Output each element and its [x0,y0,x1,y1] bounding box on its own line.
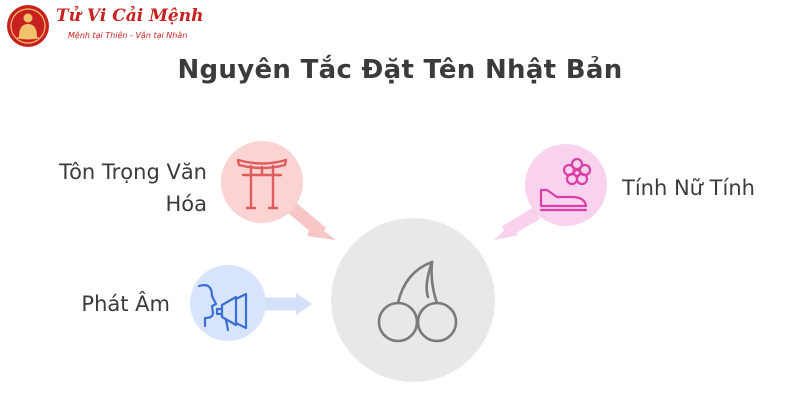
label-femininity: Tính Nữ Tính [622,172,755,204]
logo-subtitle: Mệnh tại Thiên - Vận tại Nhân [68,31,188,40]
flower-shoe-icon [539,157,592,212]
cherry-icon [377,260,458,343]
pronunciation-factor [190,265,312,341]
label-culture: Tôn Trọng Văn Hóa [0,156,207,220]
label-culture-line-2: Hóa [165,192,207,216]
femininity-circle [525,144,607,226]
femininity-factor [494,144,607,240]
diagram-title: Nguyên Tắc Đặt Tên Nhật Bản [177,55,623,85]
logo-title: Tử Vi Cải Mệnh [56,6,204,26]
label-femininity-line-1: Tính Nữ Tính [622,176,755,200]
site-logo[interactable]: Tử Vi Cải Mệnh Mệnh tại Thiên - Vận tại … [6,4,206,52]
speaking-megaphone-icon [197,284,248,332]
culture-factor [221,141,336,240]
label-culture-line-1: Tôn Trọng Văn [59,160,207,184]
label-pronunciation: Phát Âm [0,288,170,320]
culture-circle [221,141,303,223]
torii-gate-icon [236,158,288,210]
center-circle [331,218,495,382]
label-pronunciation-line-1: Phát Âm [81,292,170,316]
buddha-icon [7,5,49,47]
